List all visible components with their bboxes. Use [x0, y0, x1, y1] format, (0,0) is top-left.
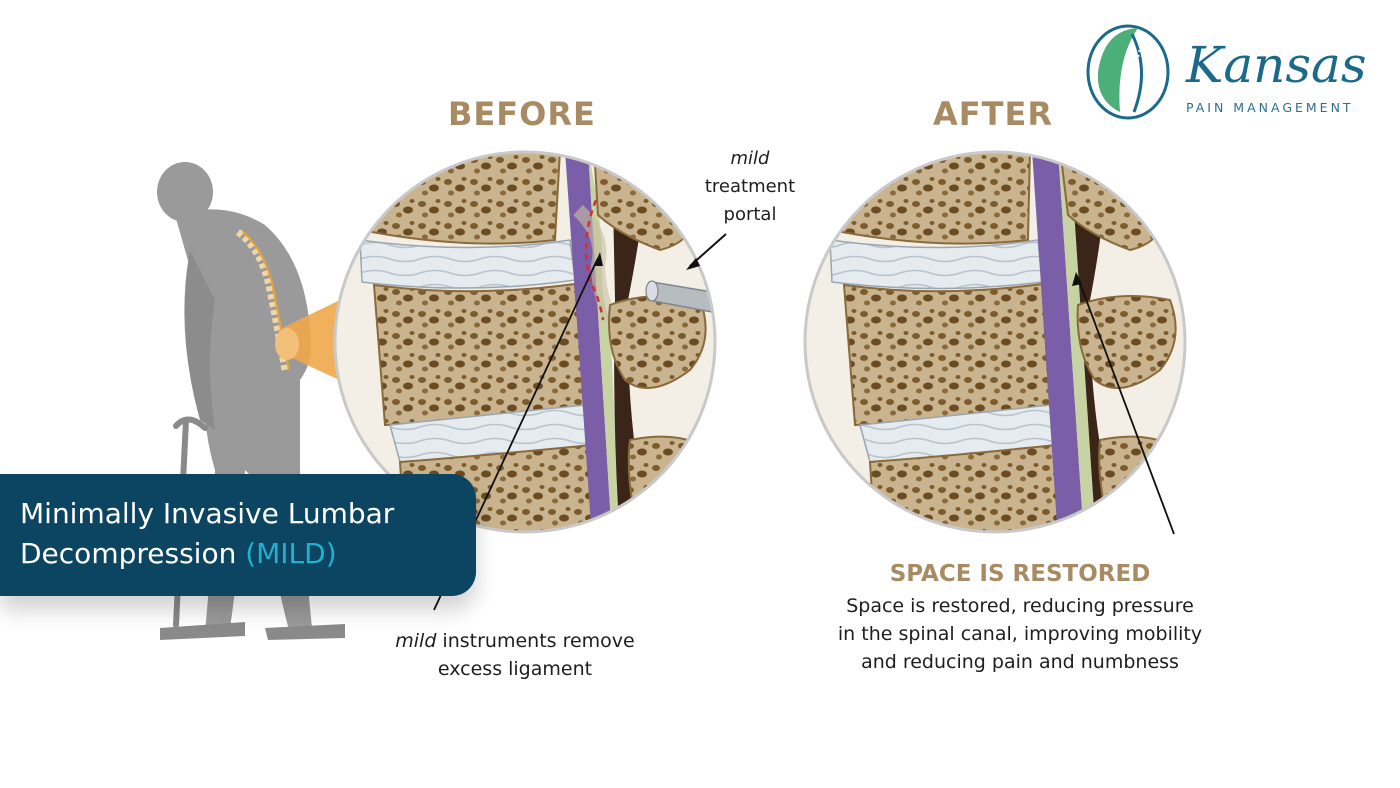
before-circle: [333, 150, 717, 534]
description-line3: and reducing pain and numbness: [861, 651, 1179, 673]
space-restored-heading: SPACE IS RESTORED: [889, 561, 1151, 587]
space-arrow: [1077, 277, 1175, 535]
banner-title-highlight: (MILD): [245, 537, 337, 570]
banner-title-main: Minimally Invasive Lumbar Decompression: [20, 497, 395, 570]
space-arrowhead: [1072, 272, 1082, 286]
instruments-callout-em: mild: [395, 630, 437, 652]
instruments-callout-line2: excess ligament: [437, 658, 593, 680]
portal-callout: mild treatment portal: [680, 145, 820, 229]
space-restored-description: Space is restored, reducing pressure in …: [800, 592, 1240, 676]
after-circle: [803, 150, 1187, 534]
description-line1: Space is restored, reducing pressure: [846, 595, 1194, 617]
portal-callout-em: mild: [730, 148, 770, 169]
portal-arrowhead: [686, 258, 700, 270]
logo-subtitle: PAIN MANAGEMENT: [1186, 100, 1354, 115]
logo-leaf-icon: [1086, 24, 1170, 120]
before-heading: BEFORE: [448, 95, 596, 133]
title-banner: [0, 474, 476, 596]
logo-wordmark: Kansas: [1186, 36, 1367, 94]
description-line2: in the spinal canal, improving mobility: [837, 623, 1203, 645]
instruments-callout: mild instruments remove excess ligament: [360, 627, 670, 683]
zoom-spot: [275, 328, 299, 360]
zoom-cone: [278, 300, 350, 385]
instruments-callout-line1: instruments remove: [436, 630, 635, 652]
banner-title: Minimally Invasive Lumbar Decompression …: [20, 494, 470, 574]
after-heading: AFTER: [933, 95, 1053, 133]
portal-callout-line2: portal: [723, 204, 777, 225]
portal-callout-line1: treatment: [704, 176, 796, 197]
instruments-arrowhead: [594, 252, 603, 266]
